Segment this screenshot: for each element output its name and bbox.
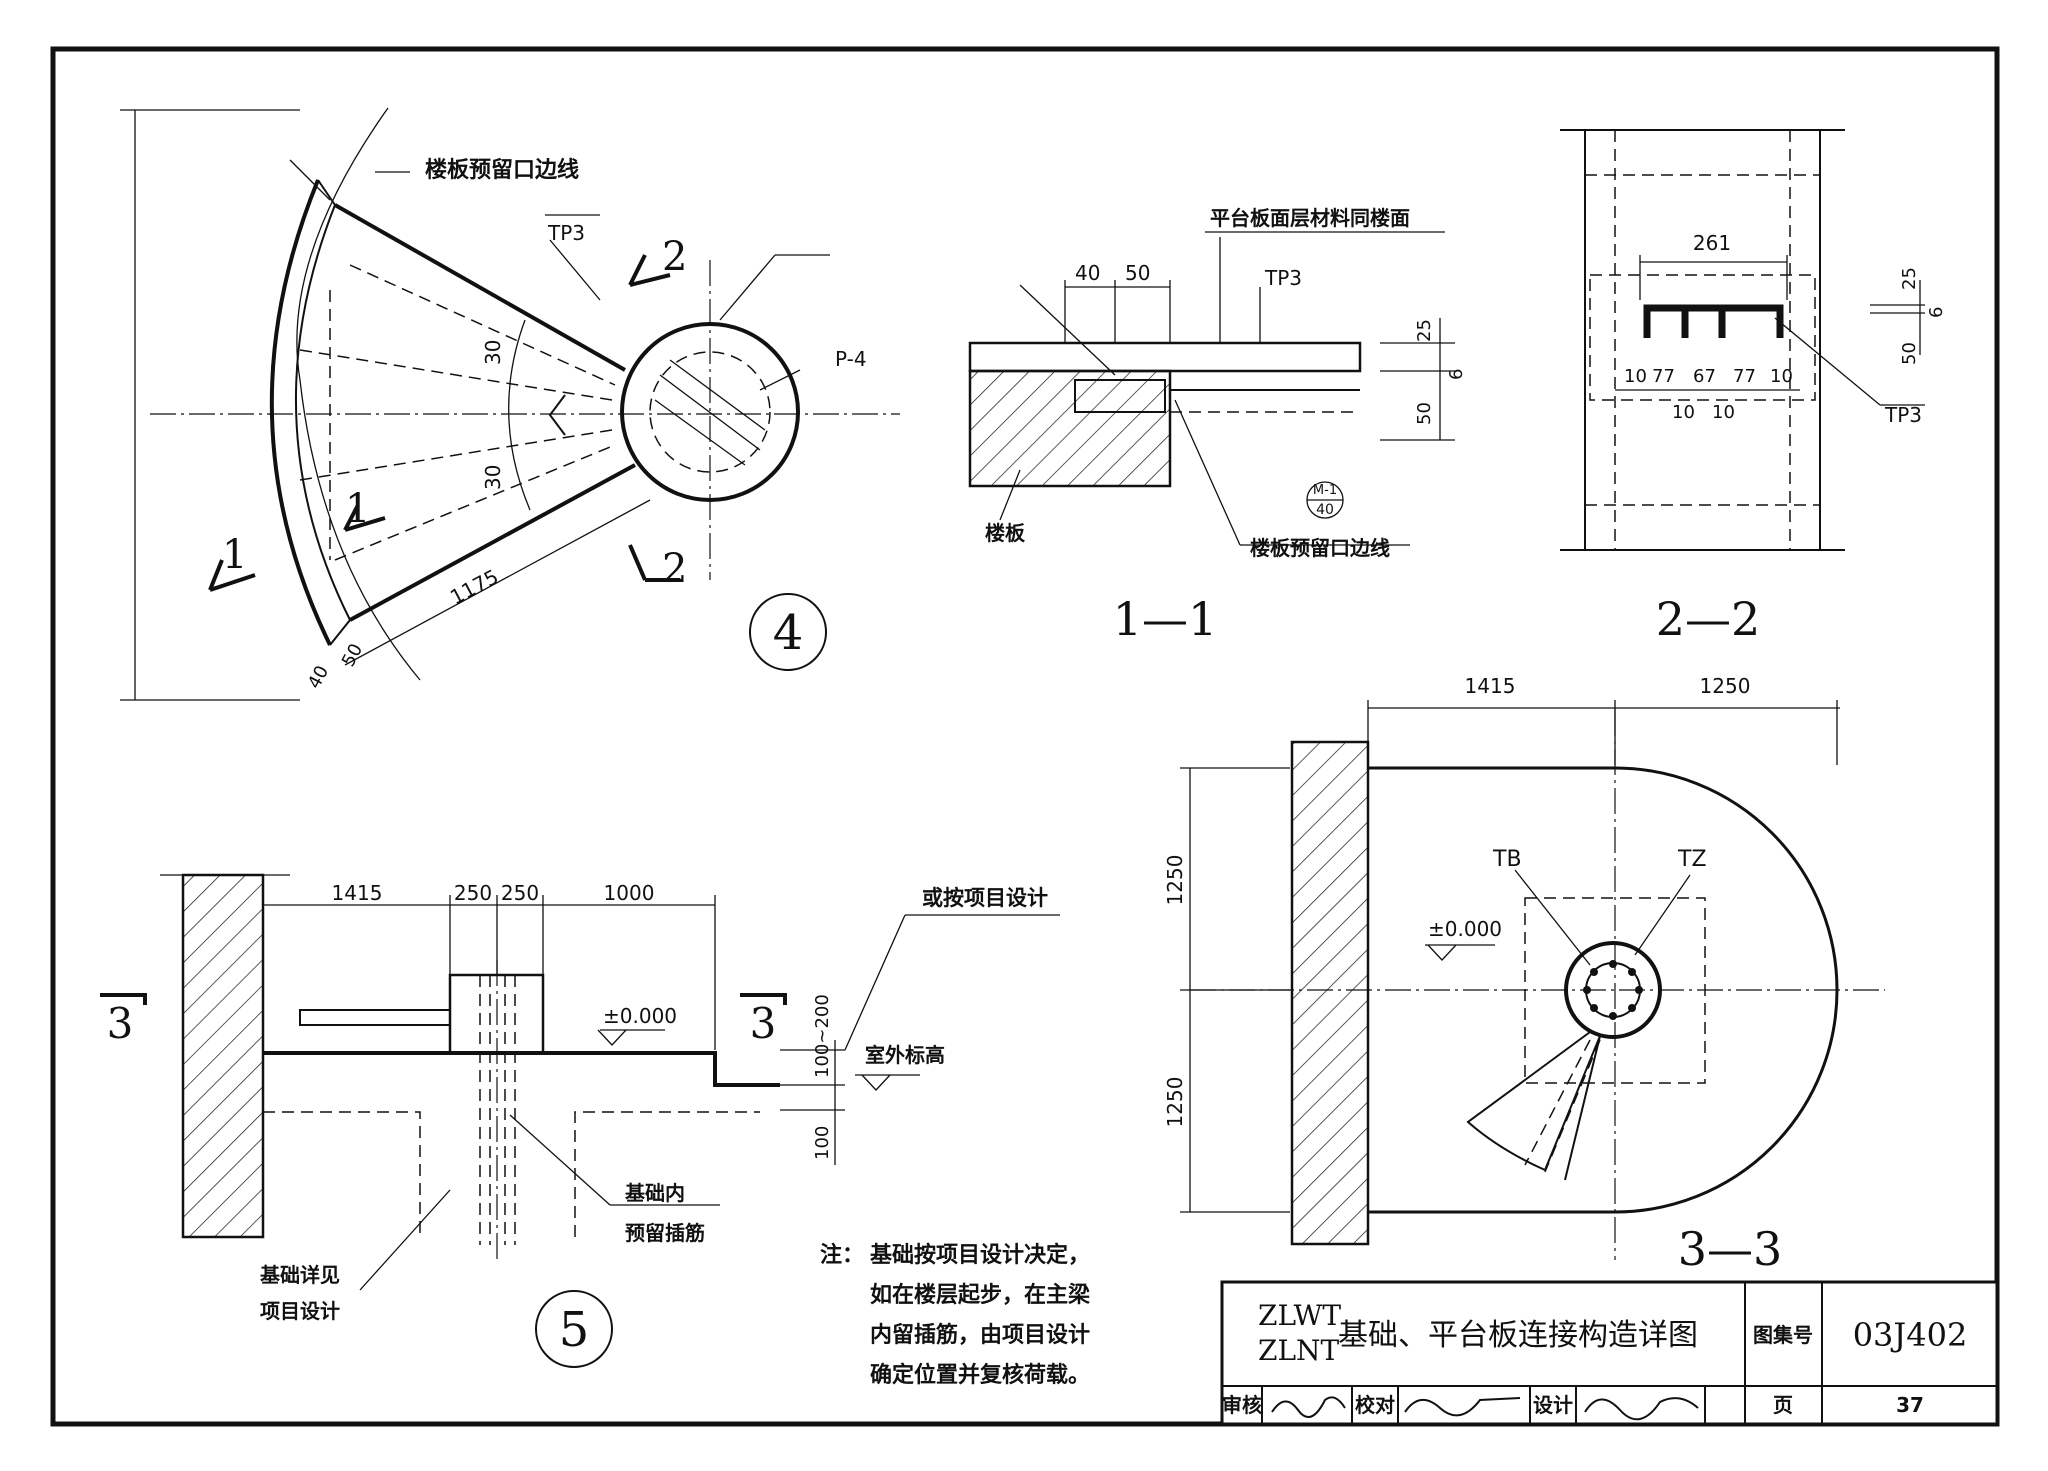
section11-dim-25: 25 bbox=[1414, 319, 1435, 342]
detail4-dim-40: 40 bbox=[304, 662, 333, 692]
section-2-2: 261 10 77 67 77 10 10 10 25 6 50 TP3 2—2 bbox=[1560, 129, 1947, 646]
section22-dim-261: 261 bbox=[1693, 231, 1731, 255]
title-code-2: ZLNT bbox=[1258, 1334, 1340, 1367]
section11-dim-6: 6 bbox=[1446, 369, 1467, 380]
detail4-floor-edge-label: 楼板预留口边线 bbox=[425, 157, 579, 183]
detail5-number-circle bbox=[535, 1290, 613, 1368]
section33-title: 3—3 bbox=[1678, 1222, 1783, 1276]
section11-dim-50: 50 bbox=[1125, 261, 1150, 285]
detail4-section-1-left: 1 bbox=[222, 532, 247, 578]
section11-dim-50b: 50 bbox=[1414, 402, 1435, 425]
section22-dim-77b: 77 bbox=[1733, 366, 1756, 387]
title-atlas-label: 图集号 bbox=[1753, 1323, 1813, 1347]
signature-review bbox=[1271, 1396, 1346, 1419]
title-code-1: ZLWT bbox=[1258, 1299, 1341, 1332]
section22-dim-10d: 10 bbox=[1712, 402, 1735, 423]
section33-tb-label: TB bbox=[1492, 847, 1522, 872]
section22-dim-10c: 10 bbox=[1672, 402, 1695, 423]
detail4-number: 4 bbox=[773, 605, 804, 661]
note-line-4: 确定位置并复核荷载。 bbox=[870, 1362, 1090, 1388]
title-block: ZLWT ZLNT 基础、平台板连接构造详图 图集号 03J402 审核 校对 … bbox=[1220, 1280, 1999, 1426]
detail4-dim-1175: 1175 bbox=[446, 564, 502, 609]
signature-design bbox=[1584, 1397, 1699, 1421]
title-review-label: 审核 bbox=[1222, 1393, 1262, 1417]
signature-check bbox=[1404, 1397, 1521, 1417]
title-atlas-number: 03J402 bbox=[1853, 1316, 1968, 1354]
detail5-number: 5 bbox=[559, 1302, 590, 1358]
section33-dim-1250-left-lower: 1250 bbox=[1163, 1077, 1187, 1128]
section11-dim-40: 40 bbox=[1075, 261, 1100, 285]
detail-5: 1415 250 250 1000 ±0.000 3 3 或按项目设计 100~… bbox=[100, 873, 1060, 1368]
title-text: 基础、平台板连接构造详图 bbox=[1338, 1318, 1698, 1353]
detail4-dim-50: 50 bbox=[338, 640, 367, 670]
section33-dim-1250-left-upper: 1250 bbox=[1163, 855, 1187, 906]
detail5-dim-1000: 1000 bbox=[604, 881, 655, 905]
detail4-angle-30-bottom: 30 bbox=[481, 465, 505, 490]
detail5-dim-1415: 1415 bbox=[332, 881, 383, 905]
note-lead: 注： bbox=[820, 1242, 864, 1268]
title-page-label: 页 bbox=[1773, 1393, 1793, 1417]
title-page-number: 37 bbox=[1896, 1393, 1924, 1417]
detail5-dim-100: 100 bbox=[812, 1126, 833, 1160]
note-line-2: 如在楼层起步，在主梁 bbox=[870, 1282, 1090, 1308]
section11-detail-ref-bottom: 40 bbox=[1316, 502, 1334, 518]
detail4-p4-label: P-4 bbox=[835, 347, 867, 371]
section11-floor-edge-label: 楼板预留口边线 bbox=[1250, 536, 1390, 560]
section22-title: 2—2 bbox=[1656, 592, 1761, 646]
detail4-section-2-top: 2 bbox=[662, 234, 687, 280]
section22-dim-25: 25 bbox=[1899, 267, 1920, 290]
section11-tp3-label: TP3 bbox=[1264, 266, 1302, 290]
detail5-section-3-right: 3 bbox=[750, 999, 777, 1048]
detail4-section-1-right: 1 bbox=[345, 486, 370, 532]
note-line-1: 基础按项目设计决定， bbox=[870, 1242, 1090, 1268]
section33-dim-1415: 1415 bbox=[1465, 674, 1516, 698]
section22-dim-6: 6 bbox=[1926, 307, 1947, 318]
section11-floor-slab-label: 楼板 bbox=[985, 521, 1026, 545]
section11-title: 1—1 bbox=[1113, 592, 1218, 646]
section33-elev: ±0.000 bbox=[1428, 917, 1502, 941]
detail5-dim-250a: 250 bbox=[454, 881, 492, 905]
detail4-number-circle bbox=[749, 593, 827, 671]
detail4-angle-30-top: 30 bbox=[481, 340, 505, 365]
section33-tz-label: TZ bbox=[1677, 847, 1707, 872]
section22-dim-77a: 77 bbox=[1652, 366, 1675, 387]
section11-top-note: 平台板面层材料同楼面 bbox=[1210, 206, 1410, 230]
section22-dim-50: 50 bbox=[1899, 342, 1920, 365]
general-note: 注： 基础按项目设计决定， 如在楼层起步，在主梁 内留插筋，由项目设计 确定位置… bbox=[820, 1242, 1090, 1388]
detail5-rebar-line2: 预留插筋 bbox=[625, 1221, 705, 1245]
note-line-3: 内留插筋，由项目设计 bbox=[870, 1322, 1090, 1348]
title-check-label: 校对 bbox=[1355, 1393, 1395, 1417]
detail-4: 楼板预留口边线 TP3 P-4 30 30 1175 40 50 1 1 2 2… bbox=[120, 107, 900, 701]
section22-dim-10b: 10 bbox=[1770, 366, 1793, 387]
section-1-1: 平台板面层材料同楼面 TP3 40 50 25 6 50 M-1 40 楼板 楼… bbox=[968, 206, 1467, 646]
detail5-foundation-line2: 项目设计 bbox=[260, 1299, 340, 1323]
detail5-dim-100-200: 100~200 bbox=[812, 994, 833, 1078]
section22-dim-67: 67 bbox=[1693, 366, 1716, 387]
detail5-project-note: 或按项目设计 bbox=[922, 886, 1048, 910]
detail5-elev: ±0.000 bbox=[603, 1004, 677, 1028]
detail5-outdoor-label: 室外标高 bbox=[865, 1043, 945, 1067]
title-design-label: 设计 bbox=[1533, 1393, 1573, 1417]
section22-tp3-label: TP3 bbox=[1884, 403, 1922, 427]
detail5-section-3-left: 3 bbox=[107, 999, 134, 1048]
section-3-3: 1415 1250 1250 1250 TB TZ ±0.000 3—3 bbox=[1163, 674, 1885, 1276]
detail4-tp3-label: TP3 bbox=[547, 221, 585, 245]
section33-dim-1250-top: 1250 bbox=[1700, 674, 1751, 698]
detail5-dim-250b: 250 bbox=[501, 881, 539, 905]
sheet-border bbox=[50, 46, 2000, 1427]
detail5-rebar-line1: 基础内 bbox=[625, 1181, 685, 1205]
detail4-section-2-bottom: 2 bbox=[662, 546, 687, 592]
section22-dim-10a: 10 bbox=[1624, 366, 1647, 387]
detail5-foundation-line1: 基础详见 bbox=[260, 1263, 340, 1287]
section11-detail-ref-top: M-1 bbox=[1313, 483, 1337, 498]
